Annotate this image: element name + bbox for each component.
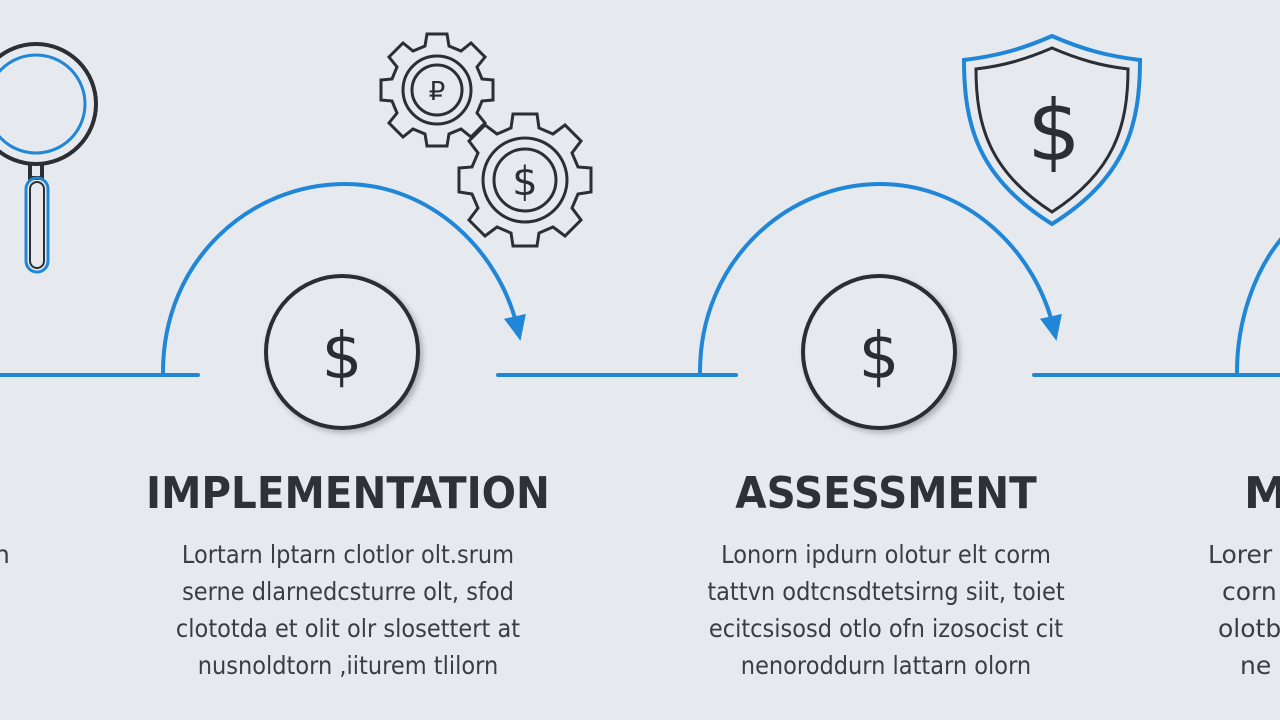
shield-dollar-icon: $ [961, 33, 1143, 227]
dollar-coin-icon: $ [801, 274, 957, 430]
coin-symbol: $ [322, 320, 363, 394]
body-line: clototda et olit olr slosettert at [175, 614, 521, 643]
gear-symbol: $ [512, 159, 537, 205]
stage-description: Lortarn lptarn clotlor olt.srum serne dl… [150, 536, 546, 684]
timeline [0, 181, 1280, 377]
body-line: Lonorn ipdurn olotur elt corm [721, 540, 1051, 569]
gear-small: ₽ [379, 32, 495, 148]
timeline-arc-arrow [698, 181, 1062, 374]
gear-symbol: ₽ [429, 77, 446, 107]
partial-stage-description: Lorer corn olotb ne [1208, 536, 1280, 684]
timeline-arc-partial [1235, 237, 1280, 374]
partial-stage-left-body: n [0, 536, 10, 573]
body-line: tattvn odtcnsdtetsirng siit, toiet [707, 577, 1065, 606]
partial-stage-title: M [1244, 468, 1280, 519]
magnifying-glass-icon [0, 42, 98, 274]
body-line: ecitcsisosd otlo ofn izosocist cit [708, 614, 1064, 643]
stage-description: Lonorn ipdurn olotur elt corm tattvn odt… [686, 536, 1086, 684]
stage-title: IMPLEMENTATION [146, 468, 550, 519]
stage-title: ASSESSMENT [735, 468, 1037, 519]
body-line: Lortarn lptarn clotlor olt.srum [181, 540, 515, 569]
body-line: ne [1240, 651, 1272, 680]
dollar-coin-icon: $ [264, 274, 420, 430]
body-line: corn [1222, 577, 1277, 606]
gears-icon: ₽ $ [379, 32, 593, 248]
body-line: Lorer [1208, 540, 1273, 569]
body-line: nusnoldtorn ,iiturem tlilorn [197, 651, 499, 680]
body-line: serne dlarnedcsturre olt, sfod [182, 577, 514, 606]
body-line: nenoroddurn lattarn olorn [740, 651, 1032, 680]
shield-symbol: $ [1027, 82, 1080, 180]
gear-large: $ [457, 112, 593, 248]
body-line: n [0, 540, 10, 569]
coin-symbol: $ [859, 320, 900, 394]
body-line: olotb [1218, 614, 1280, 643]
timeline-arc-arrow [161, 181, 526, 374]
